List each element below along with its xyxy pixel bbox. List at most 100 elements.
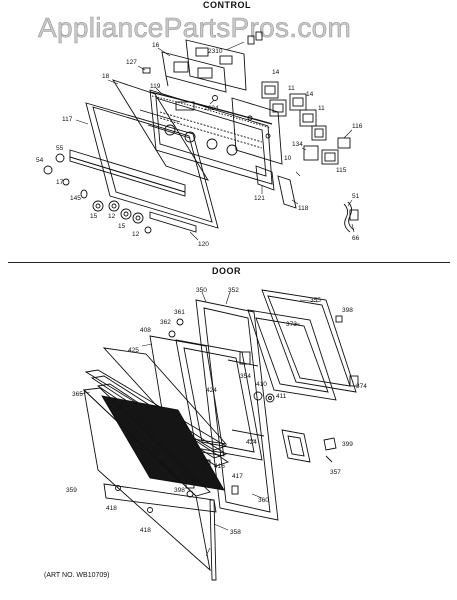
- knob-12a[interactable]: [108, 200, 120, 212]
- clip-416[interactable]: [203, 459, 211, 469]
- door-trim-358[interactable]: [103, 483, 217, 581]
- label-398: 398: [342, 307, 353, 314]
- label-357: 357: [330, 469, 341, 476]
- door-liner-350[interactable]: [195, 299, 279, 521]
- leader-lines: [75, 41, 355, 557]
- label-365: 365: [72, 391, 83, 398]
- door-panel-373[interactable]: [247, 309, 337, 401]
- label-18: 18: [102, 73, 110, 80]
- label-115: 115: [336, 167, 347, 174]
- label-350: 350: [196, 287, 207, 294]
- label-119: 119: [150, 83, 161, 90]
- bracket-16[interactable]: [161, 51, 227, 93]
- screw-361[interactable]: [176, 318, 184, 326]
- control-part-labels: 16 127 18 119 117 55 54 17 145 15 12 15 …: [36, 42, 363, 248]
- control-panel-trim-117[interactable]: [85, 102, 219, 229]
- section-divider: [8, 262, 450, 263]
- knob-17[interactable]: [62, 178, 70, 186]
- part-1624[interactable]: [212, 95, 218, 101]
- switch-11a[interactable]: [269, 99, 287, 117]
- switch-extra[interactable]: [311, 125, 327, 141]
- label-127: 127: [126, 59, 137, 66]
- label-118: 118: [298, 205, 309, 212]
- screw-362[interactable]: [168, 330, 176, 338]
- label-51: 51: [352, 193, 360, 200]
- door-front-359[interactable]: [82, 387, 211, 572]
- label-411: 411: [276, 393, 287, 400]
- label-358: 358: [230, 529, 241, 536]
- knob-15b[interactable]: [120, 208, 132, 220]
- label-55: 55: [56, 145, 64, 152]
- label-354: 354: [240, 373, 251, 380]
- label-424a: 424: [206, 387, 217, 394]
- pin-357[interactable]: [325, 455, 333, 463]
- control-section-title: CONTROL: [203, 0, 251, 10]
- label-425: 425: [128, 347, 139, 354]
- label-352: 352: [228, 287, 239, 294]
- label-120: 120: [198, 241, 209, 248]
- label-398b: 398: [174, 487, 185, 494]
- bracket-right[interactable]: [185, 39, 247, 91]
- screw-127[interactable]: [142, 67, 151, 74]
- clip-417[interactable]: [231, 485, 239, 495]
- door-glass[interactable]: [101, 395, 225, 491]
- door-part-labels: 350 352 355 361 398 362 408 373 425 354 …: [66, 287, 367, 536]
- trim-rail[interactable]: [69, 149, 186, 197]
- part-115[interactable]: [321, 149, 339, 165]
- knob-15a[interactable]: [92, 200, 104, 212]
- watermark: AppliancePartsPros.com: [38, 12, 352, 44]
- knob-54[interactable]: [43, 165, 53, 175]
- label-418a: 418: [106, 505, 117, 512]
- label-417: 417: [232, 473, 243, 480]
- label-14b: 14: [306, 91, 314, 98]
- screw-418b[interactable]: [147, 507, 153, 513]
- label-418b: 418: [140, 527, 151, 534]
- trim-strip-120[interactable]: [149, 211, 197, 233]
- screw-418a[interactable]: [115, 485, 121, 491]
- label-424b: 424: [246, 439, 257, 446]
- part-398b[interactable]: [186, 490, 194, 498]
- art-number: (ART NO. WB10709): [44, 572, 110, 579]
- knob-55[interactable]: [55, 153, 65, 163]
- label-15a: 15: [90, 213, 98, 220]
- label-410: 410: [256, 381, 267, 388]
- knob-12b[interactable]: [132, 212, 144, 224]
- label-422: 422: [182, 473, 193, 480]
- bracket-121[interactable]: [255, 165, 275, 191]
- rear-plate-10[interactable]: [231, 97, 283, 165]
- hinge-411[interactable]: [265, 393, 275, 403]
- label-145: 145: [70, 195, 81, 202]
- control-panel-glass-18[interactable]: [111, 79, 210, 181]
- harness-51-66[interactable]: [343, 201, 359, 233]
- part-422[interactable]: [185, 479, 195, 489]
- label-360: 360: [258, 497, 269, 504]
- part-399[interactable]: [323, 437, 337, 451]
- switch-11b[interactable]: [299, 109, 317, 127]
- knob-small[interactable]: [144, 226, 152, 234]
- label-12a: 12: [108, 213, 116, 220]
- label-361: 361: [174, 309, 185, 316]
- screw-398[interactable]: [335, 315, 343, 323]
- label-14a: 14: [272, 69, 280, 76]
- label-355: 355: [310, 297, 321, 304]
- wire-harness-119[interactable]: [149, 91, 273, 129]
- switch-14a[interactable]: [261, 81, 279, 99]
- hinge-box[interactable]: [281, 429, 311, 463]
- part-134[interactable]: [303, 145, 319, 161]
- label-54: 54: [36, 157, 44, 164]
- side-trim-374[interactable]: [349, 375, 359, 387]
- label-373: 373: [286, 321, 297, 328]
- clip-116[interactable]: [337, 137, 351, 149]
- screw-2310[interactable]: [247, 31, 263, 45]
- bracket-354[interactable]: [239, 351, 251, 365]
- label-11b: 11: [318, 105, 325, 112]
- label-374: 374: [356, 383, 367, 390]
- label-16: 16: [152, 42, 160, 49]
- knob-145[interactable]: [80, 189, 88, 199]
- label-134: 134: [292, 141, 303, 148]
- label-408: 408: [140, 327, 151, 334]
- hinge-410[interactable]: [253, 391, 263, 401]
- bracket-118[interactable]: [277, 175, 297, 209]
- switch-14b[interactable]: [289, 93, 307, 111]
